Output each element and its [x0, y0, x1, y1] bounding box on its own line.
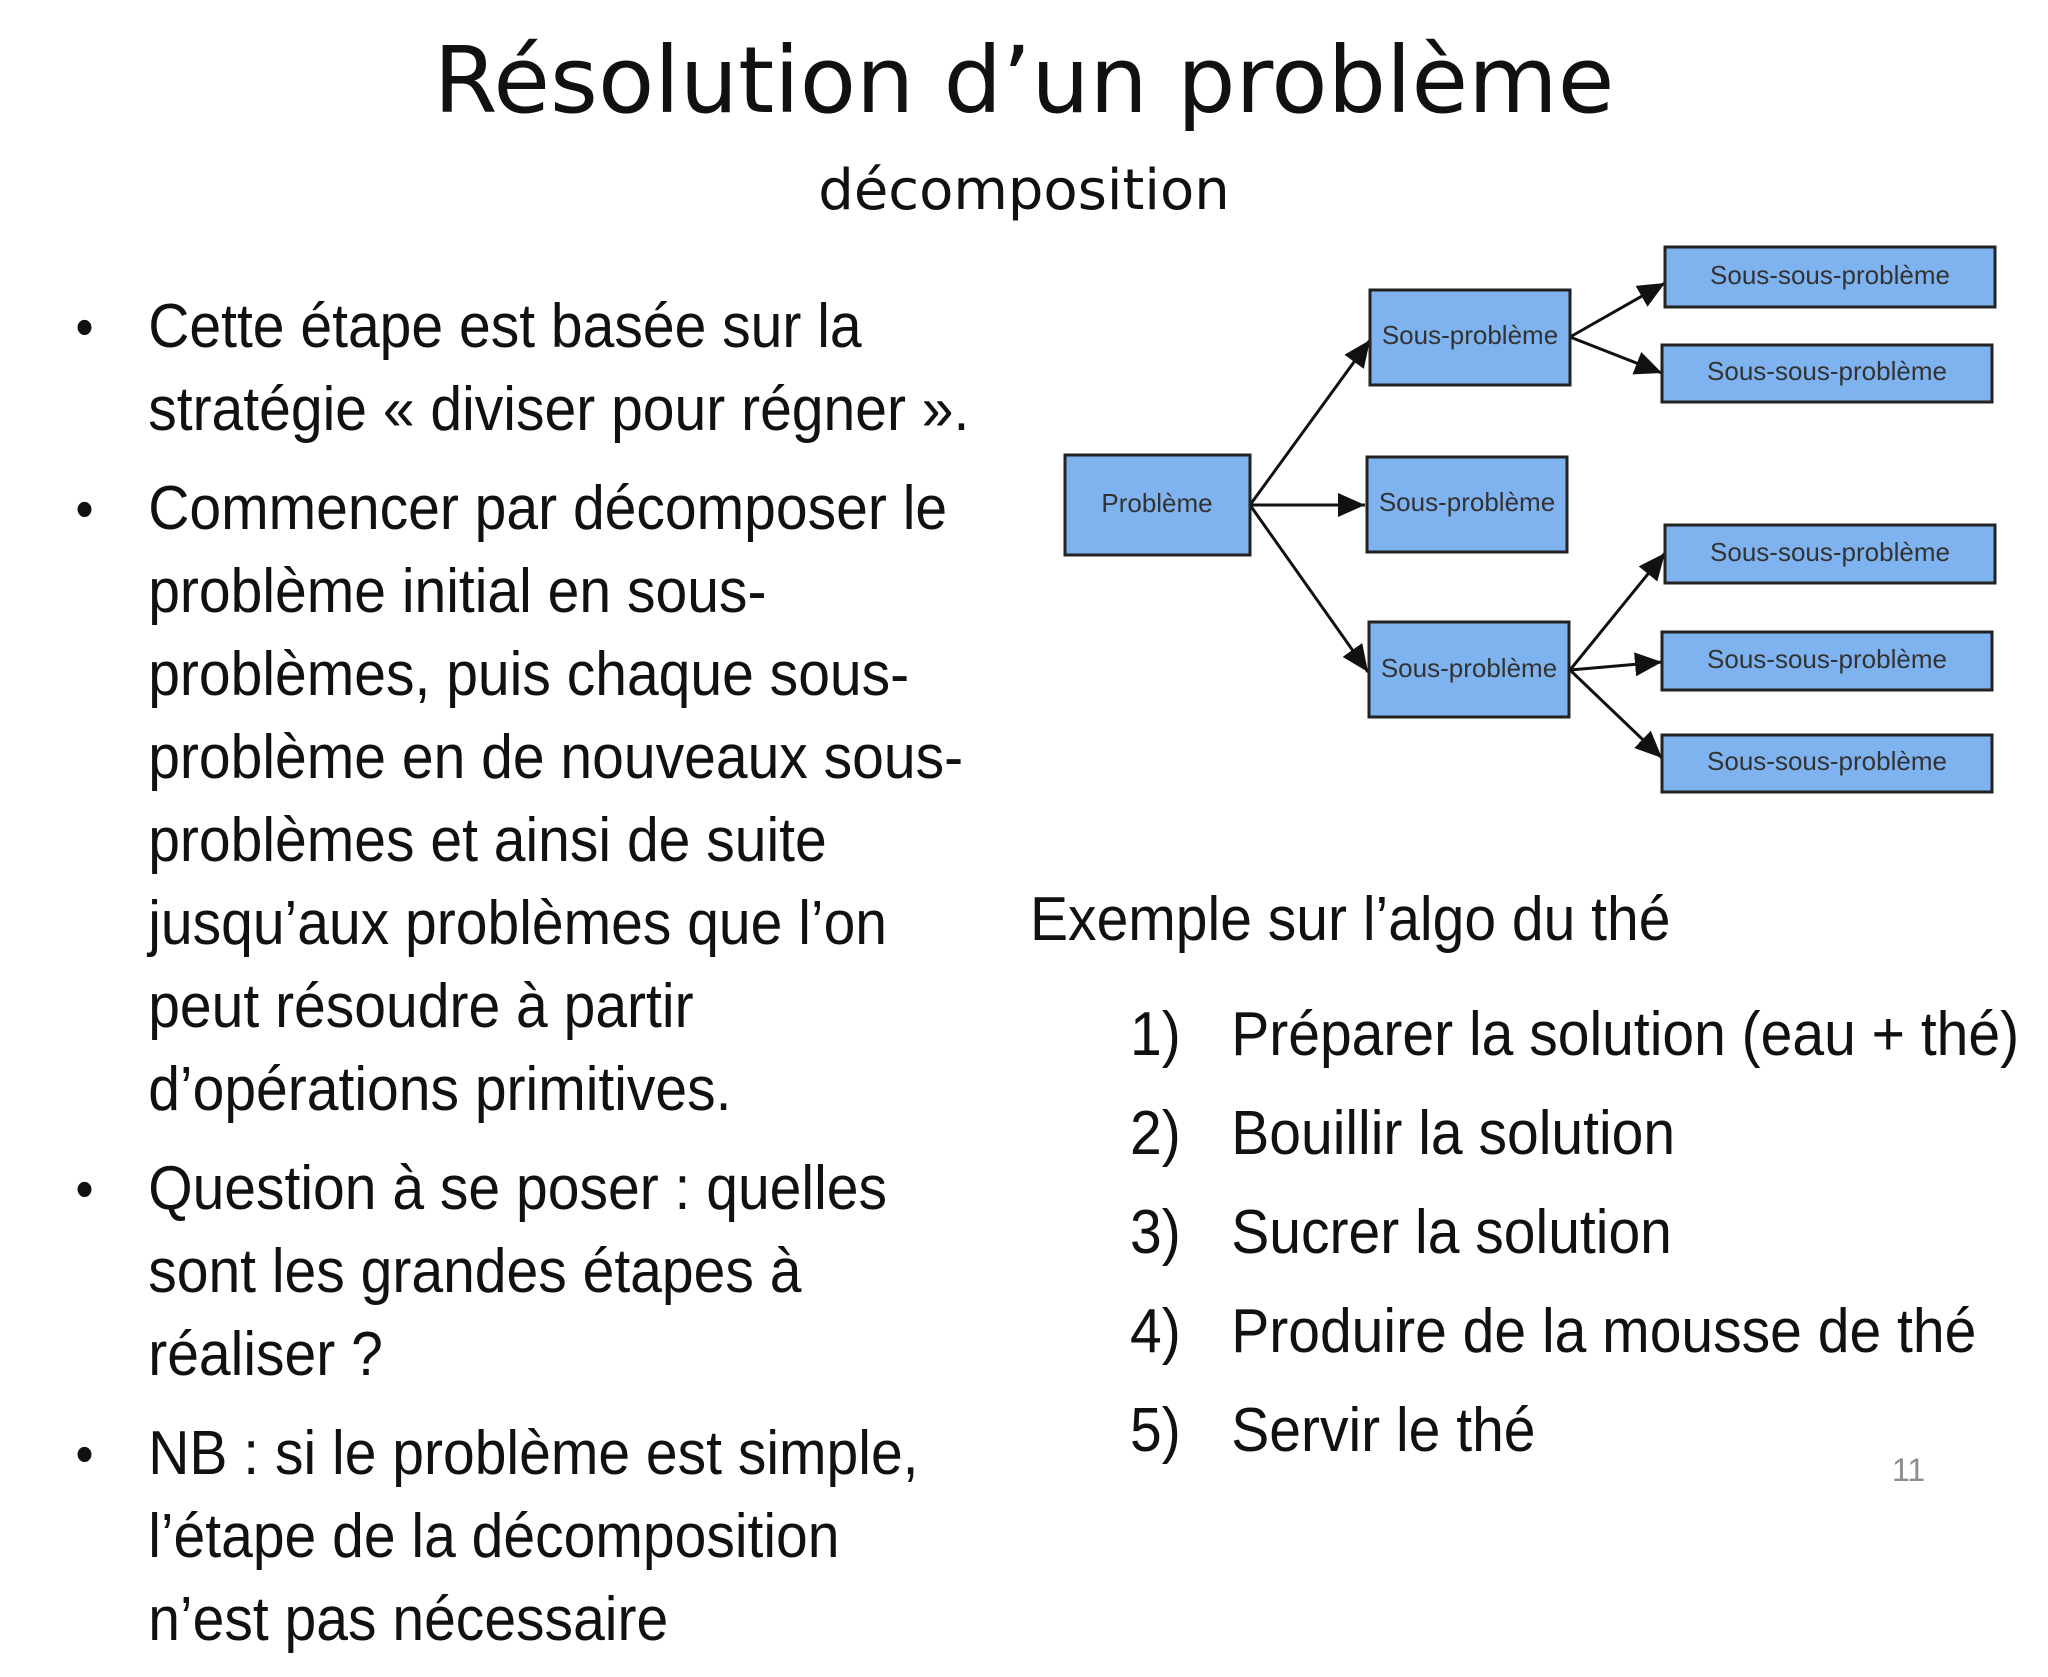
step-text: Sucrer la solution	[1231, 1198, 1672, 1267]
step-number: 5)	[1130, 1396, 1181, 1465]
page-number: 11	[1892, 1452, 1926, 1488]
example-steps-list: 1) Préparer la solution (eau + thé) 2) Bou…	[1130, 985, 2030, 1480]
diagram-node-sub-top: Sous-problème	[1368, 288, 1572, 387]
diagram-node-label: Sous-problème	[1379, 487, 1555, 517]
bullet-marker: •	[75, 477, 94, 540]
example-step: 5) Servir le thé	[1130, 1381, 1958, 1480]
diagram-edge	[1569, 335, 1663, 375]
diagram-node-label: Sous-sous-problème	[1710, 537, 1950, 567]
bullet-item: • NB : si le problème est simple, l’étap…	[70, 1412, 972, 1661]
bullet-marker: •	[75, 1157, 94, 1220]
diagram-node-label: Sous-sous-problème	[1710, 260, 1950, 290]
diagram-node-label: Sous-sous-problème	[1707, 644, 1947, 674]
example-step: 1) Préparer la solution (eau + thé)	[1130, 985, 2019, 1084]
diagram-edge	[1568, 552, 1667, 671]
step-text: Servir le thé	[1231, 1396, 1536, 1465]
bullet-item: • Cette étape est basée sur la stratégie…	[70, 285, 972, 451]
example-step: 3) Sucrer la solution	[1130, 1183, 1958, 1282]
diagram-edge	[1569, 652, 1663, 677]
diagram-node-label: Sous-problème	[1381, 653, 1557, 683]
step-number: 2)	[1130, 1099, 1181, 1168]
slide-title: Résolution d’un problème	[433, 27, 1615, 134]
diagram-edge	[1248, 339, 1372, 506]
diagram-edge	[1569, 281, 1666, 339]
diagram-node-subsub-bottom-2: Sous-sous-problème	[1660, 630, 1994, 692]
bullet-list: • Cette étape est basée sur la stratégie…	[70, 285, 1050, 1677]
bullet-marker: •	[75, 295, 94, 358]
step-text: Préparer la solution (eau + thé)	[1231, 1000, 2020, 1069]
diagram-node-label: Sous-problème	[1382, 320, 1558, 350]
diagram-node-subsub-top-1: Sous-sous-problème	[1663, 245, 1997, 309]
example-step: 2) Bouillir la solution	[1130, 1084, 1958, 1183]
bullet-text: Question à se poser : quelles sont les g…	[148, 1154, 888, 1389]
bullet-marker: •	[75, 1422, 94, 1485]
diagram-node-subsub-bottom-3: Sous-sous-problème	[1660, 733, 1994, 794]
bullet-text: Commencer par décomposer le problème ini…	[148, 474, 964, 1124]
diagram-edge	[1248, 504, 1370, 673]
diagram-node-subsub-top-2: Sous-sous-problème	[1660, 343, 1994, 404]
diagram-node-sub-bottom: Sous-problème	[1367, 620, 1571, 719]
decomposition-diagram: Problème Sous-problème Sous-problème Sou…	[1063, 245, 1997, 794]
bullet-text: Cette étape est basée sur la stratégie «…	[148, 292, 970, 444]
example-step: 4) Produire de la mousse de thé	[1130, 1282, 1976, 1381]
diagram-node-root: Problème	[1063, 453, 1252, 557]
step-number: 3)	[1130, 1198, 1181, 1267]
example-heading: Exemple sur l’algo du thé	[1030, 885, 1671, 954]
diagram-node-sub-middle: Sous-problème	[1365, 455, 1569, 554]
diagram-node-subsub-bottom-1: Sous-sous-problème	[1663, 523, 1997, 585]
bullet-item: • Commencer par décomposer le problème i…	[70, 467, 972, 1131]
step-number: 4)	[1130, 1297, 1181, 1366]
diagram-node-label: Problème	[1101, 488, 1212, 518]
slide-subtitle: décomposition	[818, 158, 1230, 223]
step-number: 1)	[1130, 1000, 1181, 1069]
step-text: Bouillir la solution	[1231, 1099, 1676, 1168]
bullet-text: NB : si le problème est simple, l’étape …	[148, 1419, 919, 1654]
step-text: Produire de la mousse de thé	[1231, 1297, 1977, 1366]
diagram-edge	[1568, 668, 1664, 760]
diagram-node-label: Sous-sous-problème	[1707, 746, 1947, 776]
bullet-item: • Question à se poser : quelles sont les…	[70, 1147, 972, 1396]
diagram-node-label: Sous-sous-problème	[1707, 356, 1947, 386]
